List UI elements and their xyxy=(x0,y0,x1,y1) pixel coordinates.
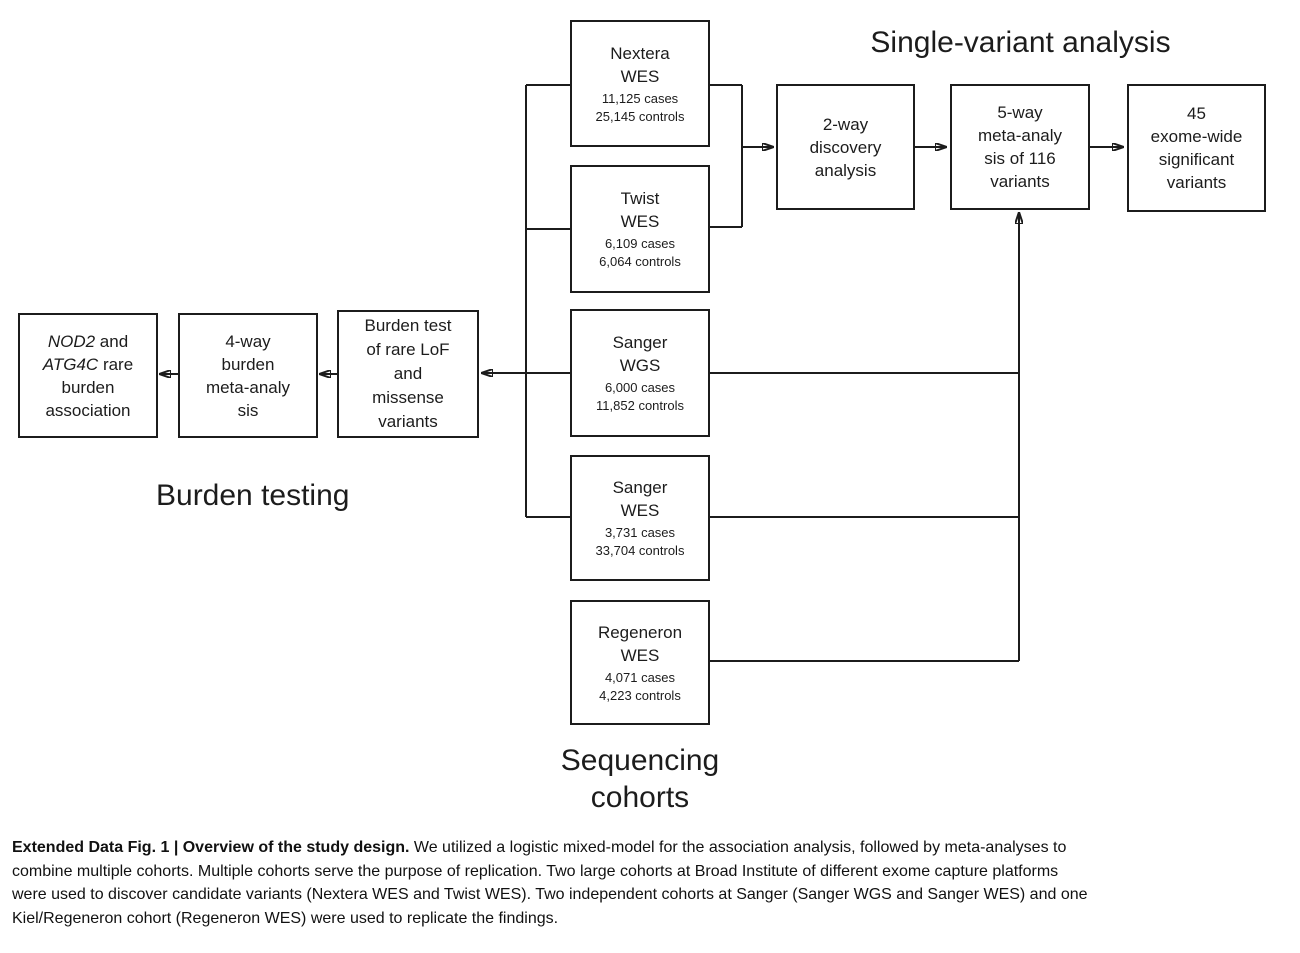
caption-text: We utilized a logistic mixed-model for t… xyxy=(409,839,1067,856)
cohort-cases: 11,125 cases xyxy=(601,90,679,106)
caption-line: Extended Data Fig. 1 | Overview of the s… xyxy=(12,836,1288,860)
cohort-controls: 4,223 controls xyxy=(599,687,681,703)
cohort-box-nextera-wes: Nextera WES 11,125 cases 25,145 controls xyxy=(570,20,710,147)
cohort-cases: 6,109 cases xyxy=(604,236,676,251)
title-cohorts-line: cohorts xyxy=(590,781,690,814)
box-text-line: analysis xyxy=(814,160,877,180)
box-text: NOD2 and ATG4C rare burden association xyxy=(43,330,133,422)
box-text-line: significant xyxy=(1158,150,1235,169)
cohort-name-line: Twist xyxy=(620,189,660,208)
caption-line: combine multiple cohorts. Multiple cohor… xyxy=(12,862,1059,880)
box-text-line: 5-way xyxy=(997,103,1043,122)
box-text-line: variants xyxy=(378,412,438,431)
cohort-box-twist-wes: Twist WES 6,109 cases 6,064 controls xyxy=(570,165,710,293)
cohort-name-line: Regeneron xyxy=(597,622,683,642)
cohort-name-line: Nextera xyxy=(610,43,670,63)
box-text: 5-way meta-analy sis of 116 variants xyxy=(978,101,1062,193)
gene-name-atg4c: ATG4C xyxy=(42,354,99,374)
box-text-line: burden xyxy=(221,354,275,374)
box-text-line: meta-analy xyxy=(205,377,291,397)
cohort-name-line: Sanger xyxy=(612,333,668,352)
box-text: 45 exome-wide significant variants xyxy=(1151,102,1243,194)
box-text-fragment: rare xyxy=(98,354,134,374)
cohort-cases: 3,731 cases xyxy=(604,525,676,540)
cohort-controls: 11,852 controls xyxy=(596,398,684,413)
box-text-line: Burden test xyxy=(364,316,452,335)
box-burden-test: Burden test of rare LoF and missense var… xyxy=(337,310,479,438)
box-text-line: sis of 116 xyxy=(984,149,1056,168)
cohort-controls: 6,064 controls xyxy=(599,254,681,269)
cohort-cases: 6,000 cases xyxy=(604,380,676,395)
box-text-line: 45 xyxy=(1187,104,1206,123)
cohort-controls: 25,145 controls xyxy=(595,108,685,124)
cohort-stats: 6,109 cases 6,064 controls xyxy=(599,235,681,271)
cohort-name-line: Sanger xyxy=(612,478,668,497)
box-text-line: meta-analy xyxy=(977,126,1063,145)
cohort-stats: 4,071 cases 4,223 controls xyxy=(599,669,681,705)
title-sequencing-cohorts: Sequencing cohorts xyxy=(490,742,790,816)
cohort-name: Twist WES xyxy=(621,187,660,233)
box-text-line: sis xyxy=(237,400,259,420)
figure-caption: Extended Data Fig. 1 | Overview of the s… xyxy=(12,836,1288,930)
box-text-line: ATG4C rare xyxy=(43,353,133,376)
box-nod2-atg4c-association: NOD2 and ATG4C rare burden association xyxy=(18,313,158,438)
cohort-box-sanger-wes: Sanger WES 3,731 cases 33,704 controls xyxy=(570,455,710,581)
box-4way-burden-meta-analysis: 4-way burden meta-analy sis xyxy=(178,313,318,438)
gene-name-nod2: NOD2 xyxy=(47,331,96,351)
box-text-line: exome-wide xyxy=(1150,127,1243,146)
caption-line: Kiel/Regeneron cohort (Regeneron WES) we… xyxy=(12,909,559,927)
box-text-line: burden xyxy=(61,377,115,397)
title-burden-testing: Burden testing xyxy=(156,479,350,512)
box-2way-discovery-analysis: 2-way discovery analysis xyxy=(776,84,915,210)
cohort-stats: 6,000 cases 11,852 controls xyxy=(596,379,684,415)
title-sequencing-line: Sequencing xyxy=(560,744,720,777)
box-45-significant-variants: 45 exome-wide significant variants xyxy=(1127,84,1266,212)
box-text-line: 2-way xyxy=(822,114,869,134)
cohort-name: Sanger WES xyxy=(613,476,668,522)
box-text-line: and xyxy=(393,364,423,383)
cohort-name-line: WES xyxy=(620,212,660,231)
cohort-controls: 33,704 controls xyxy=(595,543,685,558)
cohort-name: Regeneron WES xyxy=(598,621,682,667)
cohort-box-regeneron-wes: Regeneron WES 4,071 cases 4,223 controls xyxy=(570,600,710,725)
cohort-name-line: WES xyxy=(620,66,660,86)
title-single-variant-analysis: Single-variant analysis xyxy=(870,26,1171,59)
box-text-line: NOD2 and xyxy=(43,330,133,353)
cohort-name-line: WES xyxy=(620,645,660,665)
box-text: 4-way burden meta-analy sis xyxy=(206,330,290,422)
box-text-line: discovery xyxy=(809,137,882,157)
cohort-stats: 11,125 cases 25,145 controls xyxy=(596,90,685,126)
cohort-name-line: WES xyxy=(620,501,660,520)
cohort-stats: 3,731 cases 33,704 controls xyxy=(596,524,685,560)
caption-lead: Extended Data Fig. 1 | Overview of the s… xyxy=(12,839,410,856)
box-text-line: variants xyxy=(990,172,1050,191)
cohort-box-sanger-wgs: Sanger WGS 6,000 cases 11,852 controls xyxy=(570,309,710,437)
box-5way-meta-analysis: 5-way meta-analy sis of 116 variants xyxy=(950,84,1090,210)
cohort-name: Sanger WGS xyxy=(613,331,668,377)
cohort-name: Nextera WES xyxy=(610,42,670,88)
box-text-line: 4-way xyxy=(225,331,271,351)
caption-line: were used to discover candidate variants… xyxy=(12,886,1088,903)
box-text-line: association xyxy=(45,400,131,420)
box-text-line: of rare LoF xyxy=(366,340,450,359)
box-text: Burden test of rare LoF and missense var… xyxy=(365,314,452,434)
cohort-cases: 4,071 cases xyxy=(604,669,676,685)
box-text-line: variants xyxy=(1166,173,1227,192)
cohort-name-line: WGS xyxy=(619,356,661,375)
box-text-fragment: and xyxy=(95,331,129,351)
box-text: 2-way discovery analysis xyxy=(810,113,882,182)
box-text-line: missense xyxy=(372,388,444,407)
